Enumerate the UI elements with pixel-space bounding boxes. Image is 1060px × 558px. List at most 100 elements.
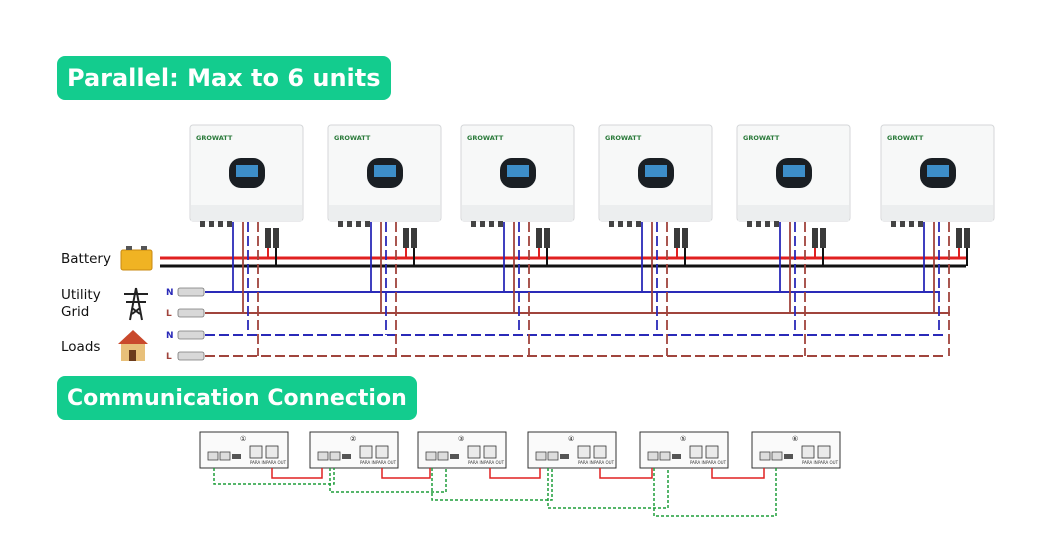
comm-red-link (381, 468, 431, 479)
comm-port (659, 451, 671, 461)
para-out-port (817, 445, 831, 459)
inverter-base (191, 205, 302, 221)
para-in-port (249, 445, 263, 459)
house-icon (118, 330, 148, 344)
terminal-port (627, 221, 632, 227)
comm-red-link (711, 468, 765, 479)
inverter-unit: GROWATT (189, 124, 304, 248)
battery-connector-positive (956, 228, 962, 248)
terminal-port (498, 221, 503, 227)
terminal-port (200, 221, 205, 227)
inverter-screen (374, 165, 396, 177)
comm-port (560, 454, 569, 459)
comm-port (207, 451, 219, 461)
comm-port (317, 451, 329, 461)
line-label: L (166, 309, 172, 319)
para-out-port (265, 445, 279, 459)
battery-connector-negative (273, 228, 279, 248)
para-in-port (467, 445, 481, 459)
comm-port (450, 454, 459, 459)
inverter-brand-label: GROWATT (743, 134, 780, 142)
cable-plug (177, 308, 205, 318)
loads-label: Loads (61, 339, 101, 355)
inverter-screen (783, 165, 805, 177)
comm-module-number: ① (240, 435, 246, 443)
inverter-brand-label: GROWATT (467, 134, 504, 142)
comm-port (547, 451, 559, 461)
neutral-label: N (166, 331, 174, 341)
comm-port (771, 451, 783, 461)
inverter-screen (645, 165, 667, 177)
battery-label: Battery (61, 251, 111, 267)
comm-module-number: ⑥ (792, 435, 798, 443)
terminal-port (338, 221, 343, 227)
comm-port (535, 451, 547, 461)
battery-connector-positive (536, 228, 542, 248)
para-in-port (577, 445, 591, 459)
inverter-screen (236, 165, 258, 177)
terminal-port (909, 221, 914, 227)
comm-green-link (213, 468, 335, 485)
inverter-brand-label: GROWATT (605, 134, 642, 142)
terminal-port (489, 221, 494, 227)
inverter-base (462, 205, 573, 221)
comm-port (672, 454, 681, 459)
para-out-label: PARA OUT (594, 460, 615, 465)
terminal-port (918, 221, 923, 227)
comm-green-link (547, 468, 669, 509)
terminal-port (218, 221, 223, 227)
para-out-port (593, 445, 607, 459)
inverter-unit: GROWATT (327, 124, 442, 248)
inverter-unit: GROWATT (880, 124, 995, 248)
house-door (129, 350, 136, 361)
cable-plug (177, 351, 205, 361)
terminal-port (900, 221, 905, 227)
neutral-label: N (166, 288, 174, 298)
terminal-port (609, 221, 614, 227)
power-tower-icon (124, 287, 148, 321)
comm-port (329, 451, 341, 461)
comm-port (647, 451, 659, 461)
para-out-label: PARA OUT (376, 460, 397, 465)
para-in-port (359, 445, 373, 459)
terminal-port (227, 221, 232, 227)
page-title: Parallel: Max to 6 units (57, 56, 391, 100)
battery-connector-positive (403, 228, 409, 248)
comm-port (232, 454, 241, 459)
terminal-port (356, 221, 361, 227)
comm-red-link (489, 468, 541, 479)
para-in-label: PARA IN (468, 460, 484, 465)
comm-green-link (431, 468, 553, 501)
battery-connector-positive (265, 228, 271, 248)
inverter-unit: GROWATT (736, 124, 851, 248)
inverter-base (600, 205, 711, 221)
comm-port (759, 451, 771, 461)
terminal-port (480, 221, 485, 227)
battery-connector-negative (682, 228, 688, 248)
inverter-screen (927, 165, 949, 177)
battery-connector-positive (674, 228, 680, 248)
battery-connector-positive (812, 228, 818, 248)
cable-plug (177, 330, 205, 340)
terminal-port (209, 221, 214, 227)
inverter-unit: GROWATT (598, 124, 713, 248)
terminal-port (765, 221, 770, 227)
utility-grid-label: Utility Grid (61, 287, 101, 320)
terminal-port (636, 221, 641, 227)
inverter-brand-label: GROWATT (196, 134, 233, 142)
comm-port (219, 451, 231, 461)
para-out-label: PARA OUT (706, 460, 727, 465)
para-out-label: PARA OUT (266, 460, 287, 465)
para-in-port (801, 445, 815, 459)
terminal-port (774, 221, 779, 227)
main-wires (160, 222, 968, 357)
comm-port (784, 454, 793, 459)
para-in-label: PARA IN (690, 460, 706, 465)
